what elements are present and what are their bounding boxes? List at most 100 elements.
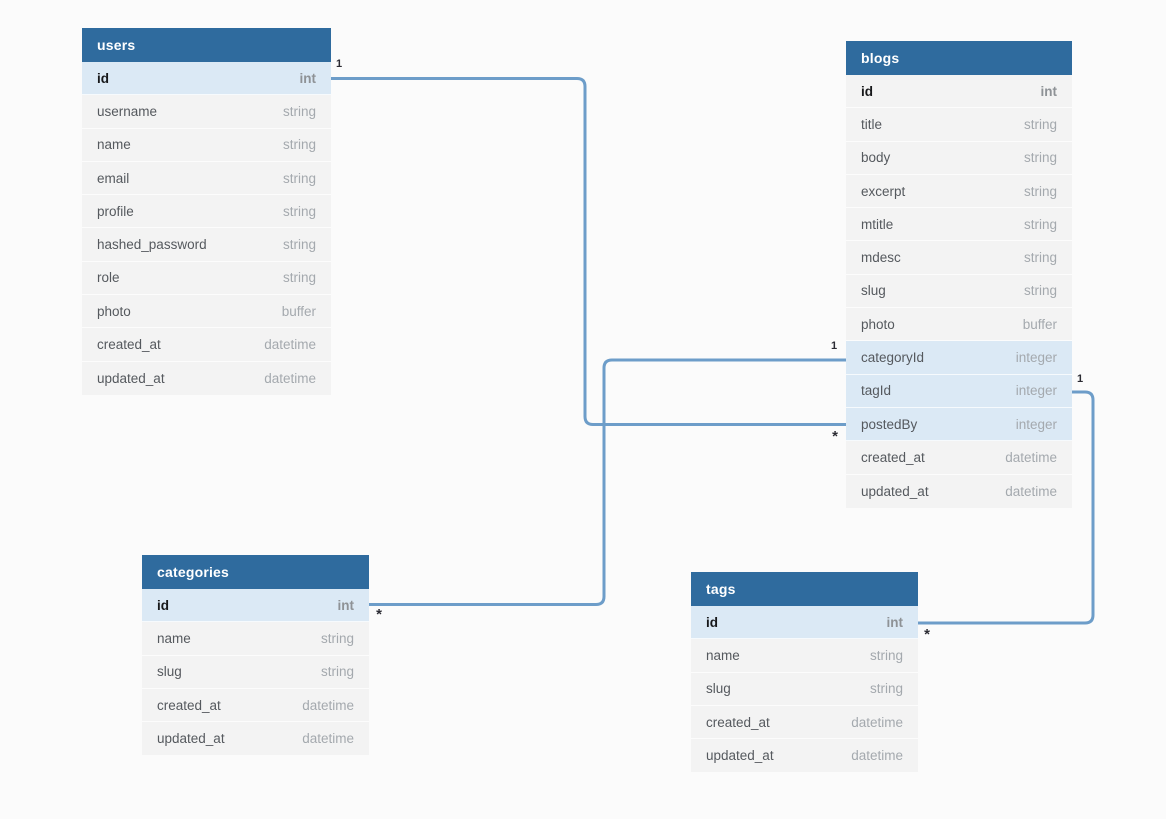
column-type: string [1023,116,1057,132]
column-name: updated_at [97,370,165,386]
column-row-users-profile[interactable]: profile string [82,195,331,229]
column-type: integer [1015,350,1057,366]
column-row-users-username[interactable]: username string [82,95,331,129]
column-row-blogs-title[interactable]: title string [846,108,1072,142]
table-header[interactable]: tags [691,572,918,606]
column-row-categories-created_at[interactable]: created_at datetime [142,688,369,723]
table-name: users [97,37,136,53]
column-name: mtitle [861,216,894,232]
column-type: string [282,203,316,219]
column-row-users-role[interactable]: role string [82,261,331,296]
column-type: int [337,597,355,613]
column-row-tags-updated_at[interactable]: updated_at datetime [691,739,918,773]
column-type: datetime [1005,483,1057,499]
column-name: created_at [706,714,770,730]
column-name: slug [861,283,886,299]
column-name: email [97,170,130,186]
column-row-blogs-mtitle[interactable]: mtitle string [846,208,1072,242]
cardinality-label: * [832,428,838,445]
column-name: postedBy [861,416,918,432]
column-row-blogs-id[interactable]: id int [846,75,1072,109]
column-type: integer [1015,416,1057,432]
column-type: datetime [264,337,316,353]
column-type: datetime [1005,449,1057,465]
column-type: string [282,170,316,186]
column-row-users-name[interactable]: name string [82,128,331,162]
cardinality-label: * [376,606,382,623]
column-type: int [299,70,317,86]
column-row-blogs-categoryId[interactable]: categoryId integer [846,341,1072,375]
column-row-blogs-updated_at[interactable]: updated_at datetime [846,474,1072,508]
column-row-blogs-slug[interactable]: slug string [846,274,1072,309]
column-row-blogs-excerpt[interactable]: excerpt string [846,174,1072,209]
column-row-tags-slug[interactable]: slug string [691,672,918,706]
column-type: string [282,270,316,286]
column-name: photo [97,303,131,319]
column-row-blogs-body[interactable]: body string [846,141,1072,175]
column-name: id [706,614,718,630]
column-row-categories-id[interactable]: id int [142,589,369,623]
column-type: int [1040,83,1058,99]
column-row-tags-id[interactable]: id int [691,606,918,640]
column-type: string [1023,150,1057,166]
column-type: integer [1015,383,1057,399]
column-type: string [1023,183,1057,199]
table-columns: id int name string slug string created_a… [142,589,369,756]
column-row-users-created_at[interactable]: created_at datetime [82,328,331,362]
column-type: datetime [302,697,354,713]
column-name: id [157,597,169,613]
column-type: string [1023,216,1057,232]
column-row-users-updated_at[interactable]: updated_at datetime [82,361,331,395]
column-row-blogs-postedBy[interactable]: postedBy integer [846,407,1072,442]
relation-line-blogs.tagId-to-tags.id[interactable] [918,390,1095,625]
column-type: string [320,630,354,646]
column-row-users-hashed_password[interactable]: hashed_password string [82,228,331,262]
column-name: role [97,270,120,286]
table-blogs[interactable]: blogs id int title string body string ex… [846,41,1072,508]
column-type: datetime [851,714,903,730]
column-row-users-email[interactable]: email string [82,161,331,196]
column-name: slug [157,664,182,680]
column-type: string [1023,283,1057,299]
cardinality-label: 1 [830,340,838,352]
table-columns: id int name string slug string created_a… [691,606,918,773]
table-name: blogs [861,50,900,66]
relation-line-categories.id-to-blogs.categoryId[interactable] [369,358,846,606]
column-row-blogs-created_at[interactable]: created_at datetime [846,441,1072,475]
table-tags[interactable]: tags id int name string slug string crea… [691,572,918,773]
cardinality-label: 1 [1076,373,1084,385]
column-type: datetime [302,731,354,747]
column-name: id [97,70,109,86]
column-type: string [869,681,903,697]
column-row-blogs-photo[interactable]: photo buffer [846,308,1072,342]
column-name: tagId [861,383,892,399]
column-row-users-photo[interactable]: photo buffer [82,295,331,329]
column-row-categories-updated_at[interactable]: updated_at datetime [142,722,369,756]
table-header[interactable]: blogs [846,41,1072,75]
table-header[interactable]: users [82,28,331,62]
table-header[interactable]: categories [142,555,369,589]
column-row-blogs-tagId[interactable]: tagId integer [846,374,1072,408]
column-type: string [869,647,903,663]
column-row-categories-slug[interactable]: slug string [142,655,369,689]
column-row-tags-created_at[interactable]: created_at datetime [691,705,918,740]
column-type: datetime [851,748,903,764]
column-row-blogs-mdesc[interactable]: mdesc string [846,241,1072,275]
column-name: id [861,83,873,99]
column-type: string [1023,250,1057,266]
relation-line-users.id-to-blogs.postedBy[interactable] [331,77,846,426]
table-categories[interactable]: categories id int name string slug strin… [142,555,369,756]
column-name: title [861,116,883,132]
column-type: string [282,103,316,119]
column-name: created_at [157,697,221,713]
column-name: updated_at [157,731,225,747]
table-name: tags [706,581,736,597]
column-row-tags-name[interactable]: name string [691,639,918,673]
column-row-categories-name[interactable]: name string [142,622,369,656]
column-type: string [320,664,354,680]
column-type: buffer [281,303,316,319]
column-row-users-id[interactable]: id int [82,62,331,96]
table-users[interactable]: users id int username string name string… [82,28,331,395]
column-name: hashed_password [97,237,207,253]
